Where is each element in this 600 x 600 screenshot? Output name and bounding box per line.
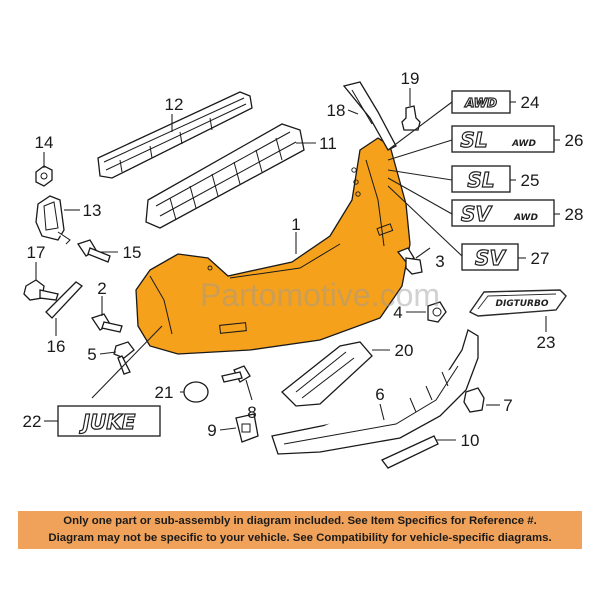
- part-10-strip: [380, 435, 439, 469]
- callout-3: 3: [435, 252, 444, 271]
- part-3-grommet: [396, 247, 423, 275]
- callout-25: 25: [521, 171, 540, 190]
- callout-11: 11: [319, 134, 337, 153]
- callout-numbers: 1 2 3 4 5 6 7 8 9 10 11 12 13 14 15 16 1…: [23, 69, 584, 450]
- badge-sl-text: SL: [467, 168, 494, 192]
- part-2-screw: [90, 313, 123, 333]
- badge-digturbo-text: DIGTURBO: [496, 299, 549, 309]
- leader-lines: [35, 88, 560, 441]
- badge-sv-awd: SV AWD: [451, 199, 555, 227]
- part-16-strip: [45, 281, 83, 319]
- callout-10: 10: [461, 431, 480, 450]
- part-12-reinforcement-bar: [97, 91, 253, 179]
- part-7-clip: [463, 387, 485, 413]
- badge-sl-awd: SL AWD: [451, 125, 555, 153]
- callout-26: 26: [565, 131, 584, 150]
- badge-sv-awd-main: SV: [461, 202, 492, 226]
- callout-14: 14: [35, 133, 54, 152]
- badge-awd: AWD: [451, 90, 511, 114]
- badge-sl-awd-main: SL: [460, 128, 487, 152]
- part-21-cap: [183, 381, 209, 403]
- callout-9: 9: [207, 421, 216, 440]
- part-6-lower-diffuser: [271, 329, 479, 455]
- callout-21: 21: [155, 383, 174, 402]
- part-1-rear-bumper-cover: [135, 137, 411, 355]
- part-13-side-bracket: [35, 195, 71, 245]
- callout-27: 27: [531, 249, 550, 268]
- callout-20: 20: [395, 341, 414, 360]
- callout-23: 23: [537, 333, 556, 352]
- part-17-bolt: [23, 279, 59, 301]
- part-20-reflector: [281, 341, 373, 407]
- badge-sv-awd-sub: AWD: [513, 213, 538, 223]
- badge-sl: SL: [451, 165, 511, 193]
- callout-13: 13: [83, 201, 102, 220]
- part-9-bracket: [235, 413, 259, 443]
- footer-line-1: Only one part or sub-assembly in diagram…: [63, 515, 537, 527]
- part-8-bolt: [221, 365, 251, 383]
- callout-2: 2: [97, 279, 106, 298]
- callout-7: 7: [503, 396, 512, 415]
- part-4-push-clip: [427, 301, 447, 323]
- callout-4: 4: [393, 303, 402, 322]
- callout-12: 12: [165, 95, 184, 114]
- badge-awd-text: AWD: [464, 96, 497, 110]
- callout-22: 22: [23, 412, 42, 431]
- badge-juke-text: JUKE: [79, 410, 136, 434]
- part-15-bolt: [76, 239, 111, 263]
- callout-15: 15: [123, 243, 142, 262]
- callout-16: 16: [47, 337, 66, 356]
- callout-6: 6: [375, 385, 384, 404]
- part-14-nut: [35, 165, 53, 187]
- watermark: Partomotive.com: [200, 277, 440, 313]
- callout-5: 5: [87, 345, 96, 364]
- callout-18: 18: [327, 101, 346, 120]
- badge-sl-awd-sub: AWD: [511, 139, 536, 149]
- badge-sv: SV: [461, 243, 519, 271]
- callout-19: 19: [401, 69, 420, 88]
- part-11-energy-absorber: [145, 123, 305, 229]
- badge-sv-text: SV: [475, 246, 506, 270]
- badge-juke: JUKE: [57, 405, 161, 437]
- part-18-bracket: [342, 81, 397, 151]
- callout-28: 28: [565, 205, 584, 224]
- callout-8: 8: [247, 403, 256, 422]
- footer-line-2: Diagram may not be specific to your vehi…: [48, 532, 552, 544]
- footer-notice: Only one part or sub-assembly in diagram…: [18, 511, 582, 549]
- callout-1: 1: [291, 215, 300, 234]
- callout-24: 24: [521, 93, 540, 112]
- badge-digturbo: DIGTURBO: [468, 289, 567, 317]
- part-19-clip: [401, 105, 421, 131]
- callout-17: 17: [27, 243, 46, 262]
